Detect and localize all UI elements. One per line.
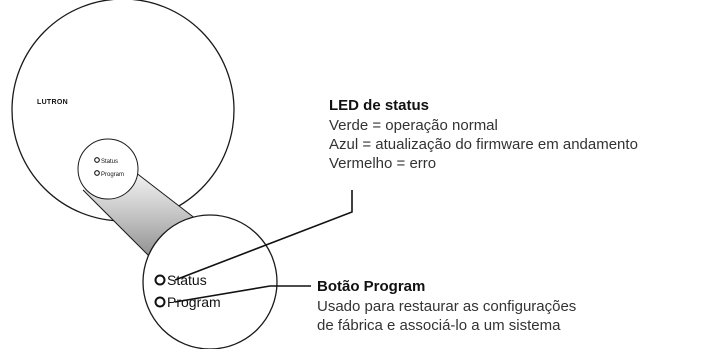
status-led-callout: LED de status Verde = operação normal Az…: [329, 96, 638, 173]
zoom-cone-left-edge: [82, 189, 156, 263]
program-button-desc-line2: de fábrica e associá-lo a um sistema: [317, 317, 561, 334]
program-button-callout-title: Botão Program: [317, 278, 426, 295]
status-label-small: Status: [101, 159, 118, 165]
control-panel-small: [77, 138, 139, 200]
program-button-small-icon: [94, 170, 100, 176]
status-led-callout-title: LED de status: [329, 97, 430, 114]
brand-logo: LUTRON: [37, 99, 68, 106]
status-leader-line: [174, 190, 353, 281]
program-button-callout: Botão Program Usado para restaurar as co…: [317, 277, 576, 335]
status-led-red-text: Vermelho = erro: [329, 155, 437, 172]
program-button-zoom-icon: [154, 296, 166, 308]
program-button-desc-line1: Usado para restaurar as configurações: [317, 298, 577, 315]
status-led-zoom-icon: [154, 274, 166, 286]
program-label-small: Program: [101, 172, 124, 178]
status-led-green-text: Verde = operação normal: [329, 117, 498, 134]
program-leader-line: [174, 285, 311, 303]
status-label-zoom: Status: [167, 272, 207, 288]
status-led-blue-text: Azul = atualização do firmware em andame…: [329, 136, 638, 153]
status-led-small-icon: [94, 157, 100, 163]
